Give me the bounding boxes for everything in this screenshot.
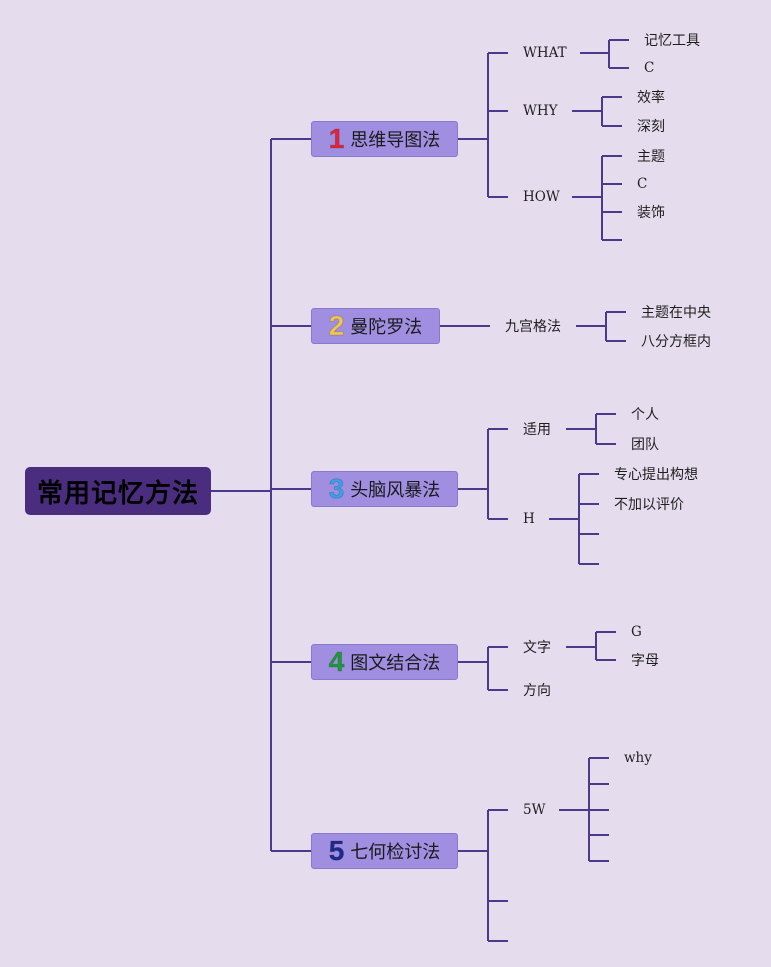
branch-number-4: 4 bbox=[328, 646, 345, 677]
branch-node-3[interactable]: 3 头脑风暴法 bbox=[311, 471, 458, 507]
node-jiugongge-2[interactable]: 八分方框内 bbox=[641, 334, 711, 350]
node-why-2[interactable]: 深刻 bbox=[637, 119, 665, 135]
node-how-2[interactable]: C bbox=[637, 176, 648, 192]
node-shiyong-1[interactable]: 个人 bbox=[631, 407, 659, 423]
branch-node-1[interactable]: 1 思维导图法 bbox=[311, 121, 458, 157]
node-shiyong[interactable]: 适用 bbox=[523, 422, 551, 438]
root-node[interactable]: 常用记忆方法 bbox=[25, 467, 211, 515]
branch-label-4: 图文结合法 bbox=[350, 653, 441, 674]
node-what-1[interactable]: 记忆工具 bbox=[644, 33, 700, 49]
root-label: 常用记忆方法 bbox=[36, 478, 199, 509]
node-jiugongge[interactable]: 九宫格法 bbox=[505, 319, 561, 335]
node-how-1[interactable]: 主题 bbox=[637, 149, 665, 165]
branch-label-1: 思维导图法 bbox=[350, 130, 441, 151]
node-h-1[interactable]: 专心提出构想 bbox=[614, 467, 698, 483]
node-how-3[interactable]: 装饰 bbox=[637, 205, 665, 221]
node-why[interactable]: WHY bbox=[523, 103, 558, 119]
node-wenzi-1[interactable]: G bbox=[631, 624, 642, 640]
node-what[interactable]: WHAT bbox=[523, 45, 567, 61]
branch-number-5: 5 bbox=[328, 835, 345, 866]
branch-label-3: 头脑风暴法 bbox=[350, 480, 441, 501]
branch-number-1: 1 bbox=[328, 123, 345, 154]
node-5w[interactable]: 5W bbox=[523, 802, 546, 818]
node-what-2[interactable]: C bbox=[644, 60, 655, 76]
branch-number-3: 3 bbox=[328, 473, 345, 504]
node-jiugongge-1[interactable]: 主题在中央 bbox=[641, 305, 711, 321]
node-why-1[interactable]: 效率 bbox=[637, 90, 665, 106]
branch-label-5: 七何检讨法 bbox=[350, 842, 441, 863]
node-fangxiang[interactable]: 方向 bbox=[523, 683, 551, 699]
node-how[interactable]: HOW bbox=[523, 189, 560, 205]
node-wenzi-2[interactable]: 字母 bbox=[631, 653, 659, 669]
node-h-2[interactable]: 不加以评价 bbox=[614, 497, 684, 513]
node-wenzi[interactable]: 文字 bbox=[523, 640, 551, 656]
node-5w-1[interactable]: why bbox=[624, 750, 652, 766]
branch-node-5[interactable]: 5 七何检讨法 bbox=[311, 833, 458, 869]
branch-label-2: 曼陀罗法 bbox=[350, 317, 423, 338]
node-shiyong-2[interactable]: 团队 bbox=[631, 437, 659, 453]
node-h[interactable]: H bbox=[523, 511, 535, 527]
branch-number-2: 2 bbox=[328, 310, 345, 341]
branch-node-4[interactable]: 4 图文结合法 bbox=[311, 644, 458, 680]
branch-node-2[interactable]: 2 曼陀罗法 bbox=[311, 308, 440, 344]
